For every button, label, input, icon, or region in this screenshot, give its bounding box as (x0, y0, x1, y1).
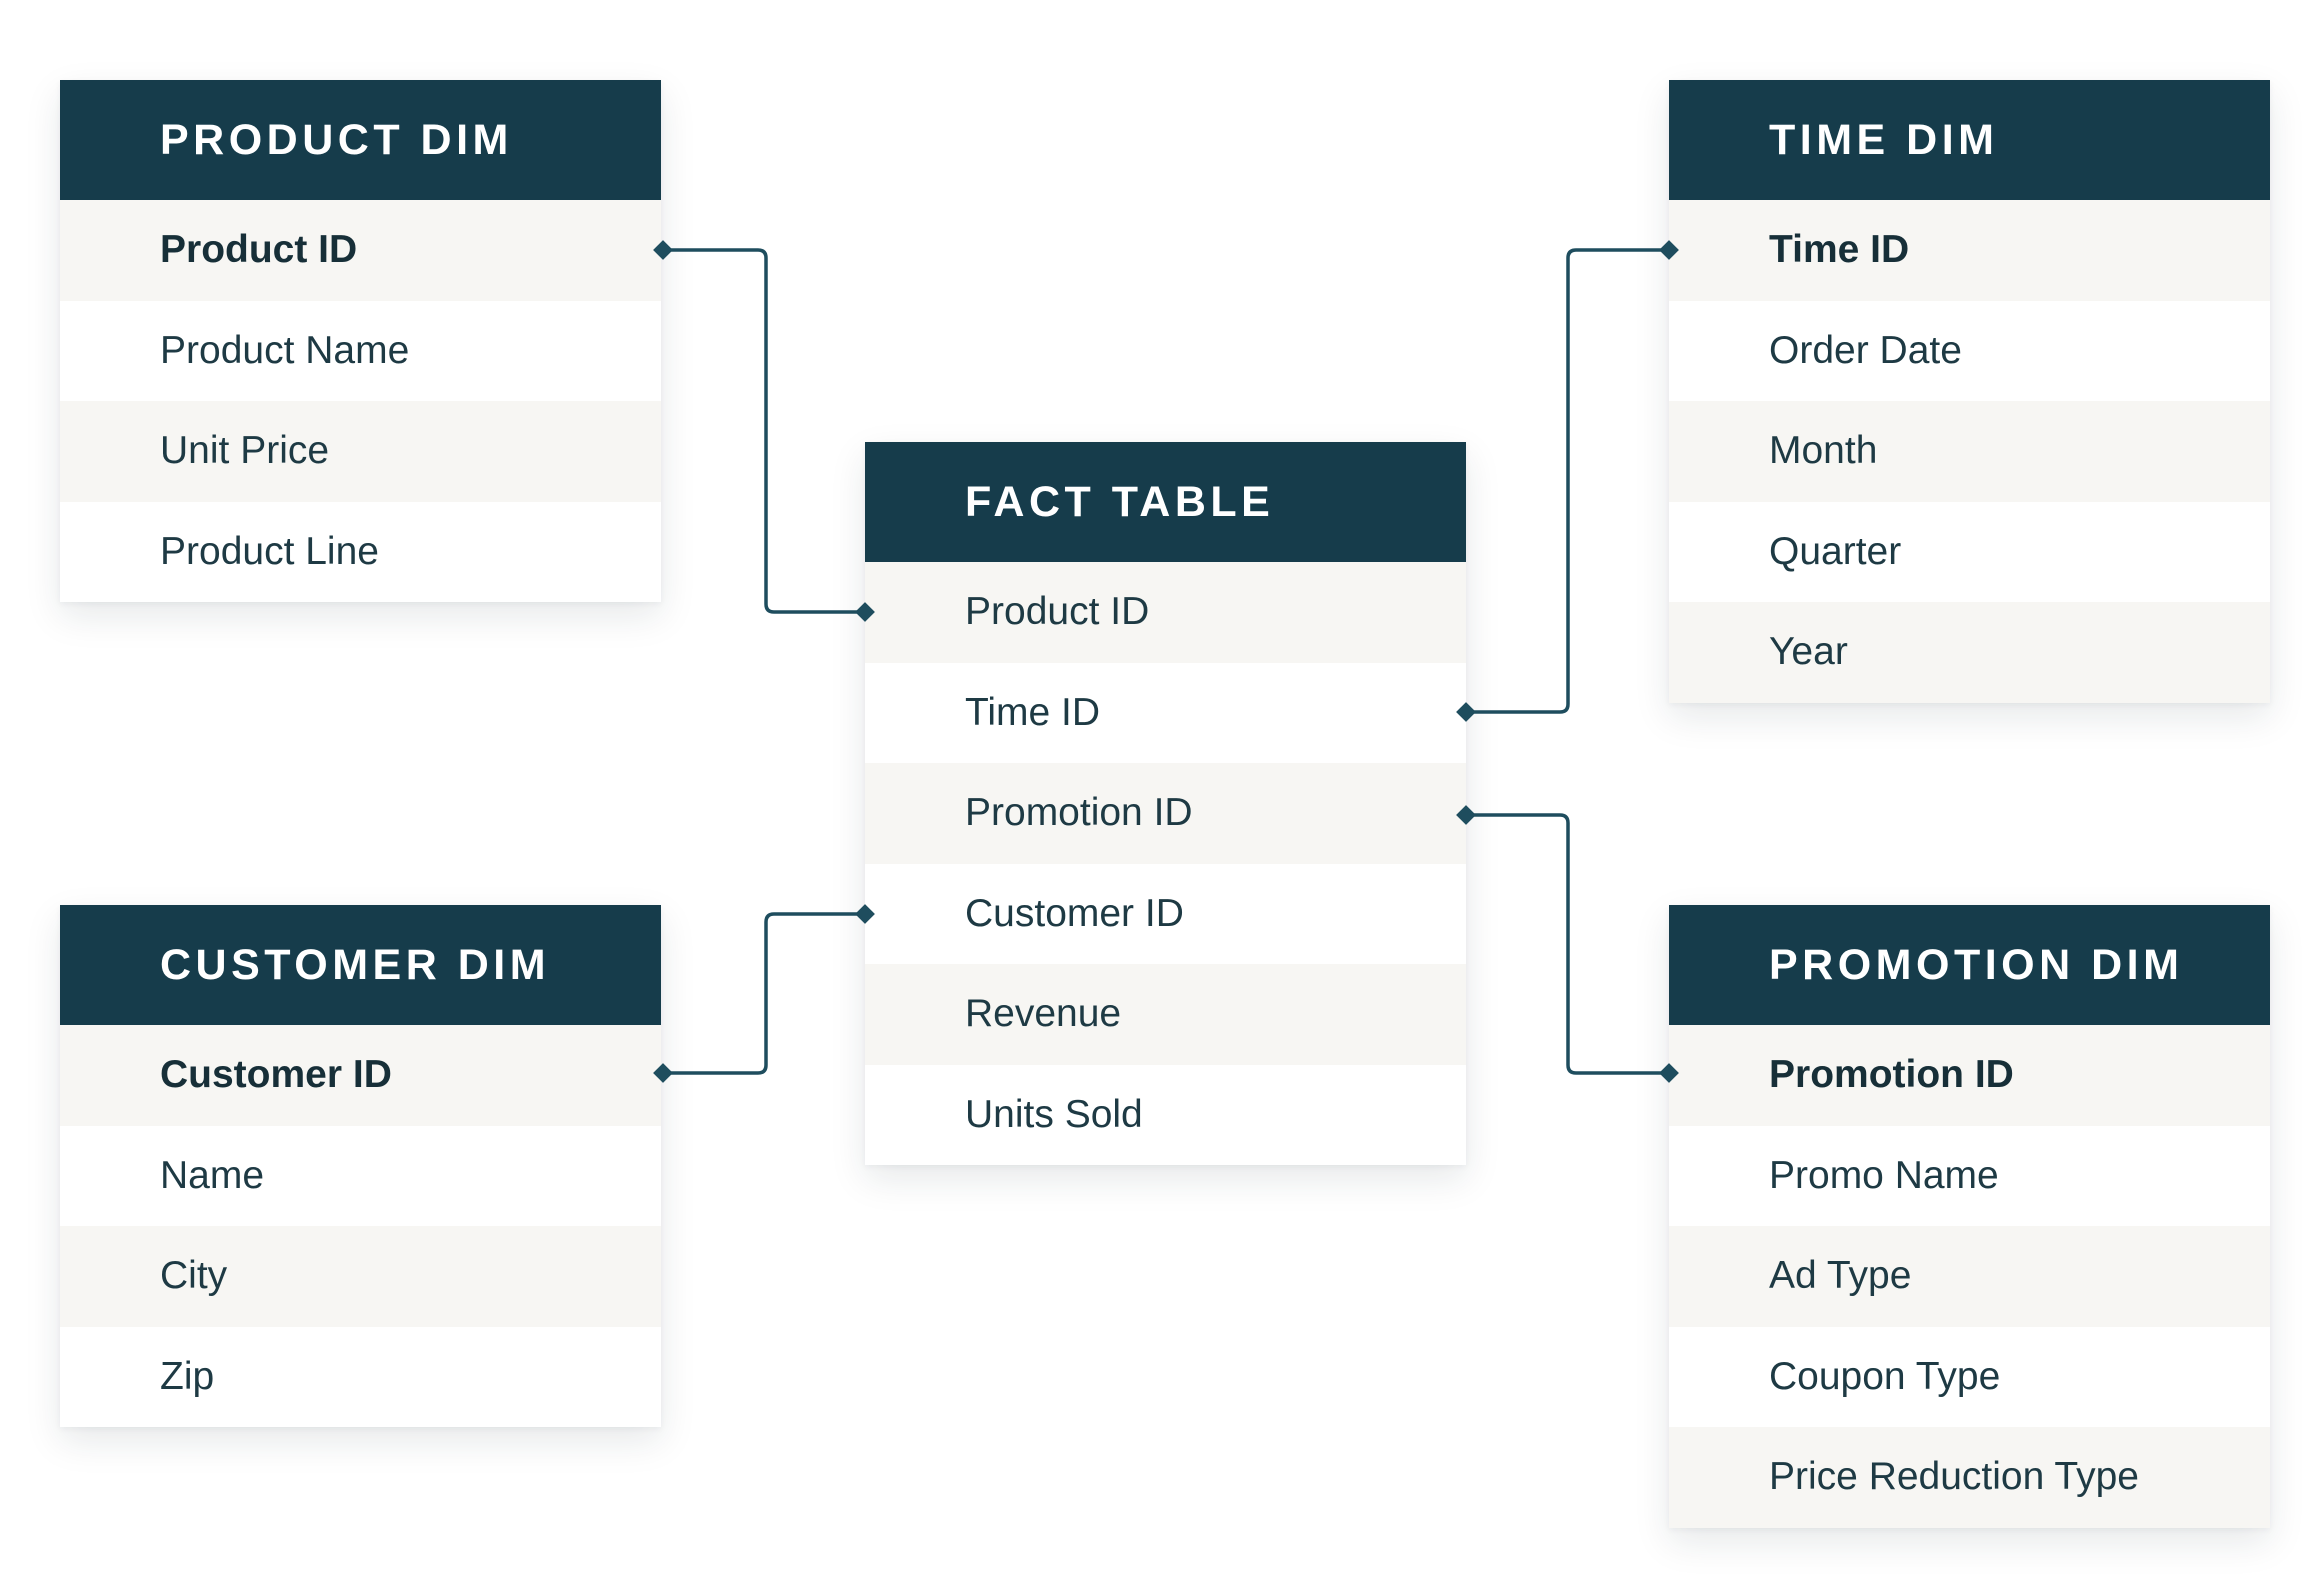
link-time-to-fact (1466, 248, 1669, 714)
product-dim-table: PRODUCT DIM Product ID Product Name Unit… (60, 80, 661, 602)
promotion-dim-field-ad-type: Ad Type (1669, 1226, 2270, 1327)
customer-dim-field-city: City (60, 1226, 661, 1327)
time-dim-field-year: Year (1669, 602, 2270, 703)
customer-dim-table: CUSTOMER DIM Customer ID Name City Zip (60, 905, 661, 1427)
fact-field-units-sold: Units Sold (865, 1064, 1466, 1165)
fact-field-promotion-id: Promotion ID (865, 763, 1466, 864)
promotion-dim-field-promo-name: Promo Name (1669, 1125, 2270, 1226)
time-dim-field-order-date: Order Date (1669, 300, 2270, 401)
promotion-dim-title: PROMOTION DIM (1669, 905, 2270, 1025)
promotion-dim-field-price-reduction-type: Price Reduction Type (1669, 1427, 2270, 1528)
time-dim-field-time-id: Time ID (1669, 200, 2270, 301)
product-dim-field-unit-price: Unit Price (60, 401, 661, 502)
customer-dim-field-name: Name (60, 1125, 661, 1226)
link-product-to-fact (663, 248, 865, 614)
promotion-dim-field-promotion-id: Promotion ID (1669, 1025, 2270, 1126)
customer-dim-field-zip: Zip (60, 1326, 661, 1427)
promotion-dim-field-coupon-type: Coupon Type (1669, 1326, 2270, 1427)
fact-table: FACT TABLE Product ID Time ID Promotion … (865, 442, 1466, 1165)
fact-field-revenue: Revenue (865, 964, 1466, 1065)
customer-dim-field-customer-id: Customer ID (60, 1025, 661, 1126)
product-dim-field-product-line: Product Line (60, 501, 661, 602)
fact-field-time-id: Time ID (865, 662, 1466, 763)
time-dim-title: TIME DIM (1669, 80, 2270, 200)
fact-table-title: FACT TABLE (865, 442, 1466, 562)
fact-field-customer-id: Customer ID (865, 863, 1466, 964)
customer-dim-title: CUSTOMER DIM (60, 905, 661, 1025)
link-promotion-to-fact (1466, 813, 1669, 1075)
product-dim-title: PRODUCT DIM (60, 80, 661, 200)
fact-field-product-id: Product ID (865, 562, 1466, 663)
product-dim-field-product-name: Product Name (60, 300, 661, 401)
promotion-dim-table: PROMOTION DIM Promotion ID Promo Name Ad… (1669, 905, 2270, 1528)
link-customer-to-fact (663, 912, 865, 1075)
time-dim-field-quarter: Quarter (1669, 501, 2270, 602)
time-dim-field-month: Month (1669, 401, 2270, 502)
product-dim-field-product-id: Product ID (60, 200, 661, 301)
time-dim-table: TIME DIM Time ID Order Date Month Quarte… (1669, 80, 2270, 703)
